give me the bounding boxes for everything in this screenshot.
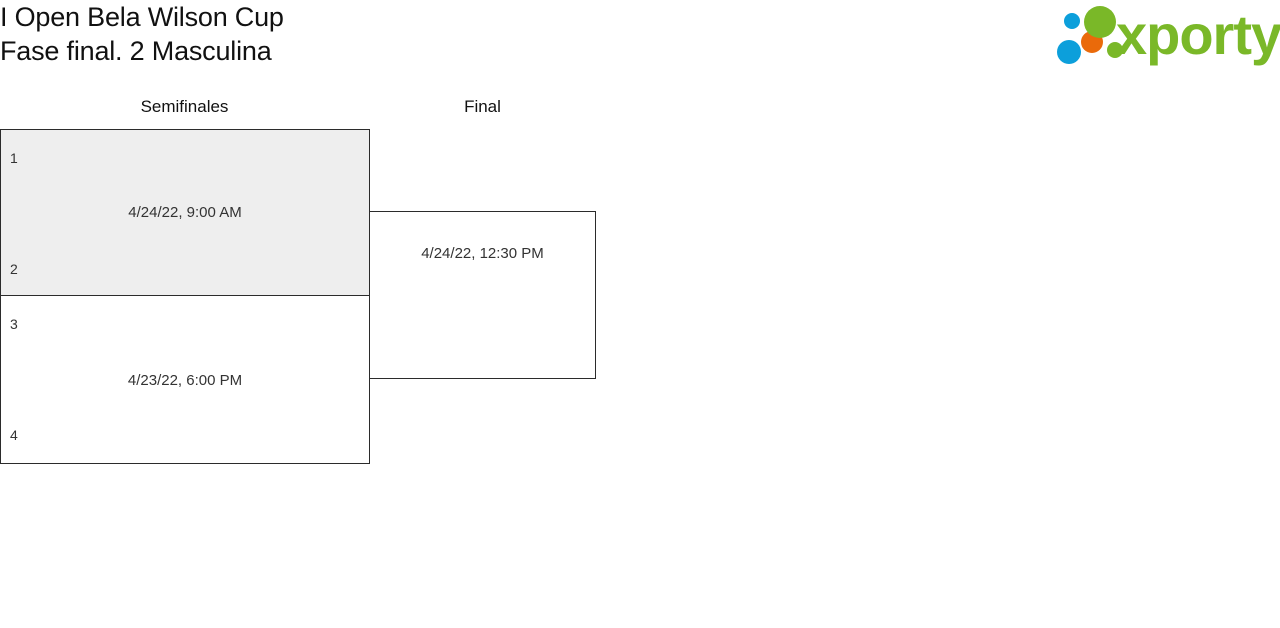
logo-dot-blue-large-icon	[1057, 40, 1081, 64]
logo-dot-green-small-icon	[1107, 42, 1123, 58]
xporty-logo[interactable]: xporty	[1046, 3, 1280, 70]
logo-dot-blue-small-icon	[1064, 13, 1080, 29]
logo-dots-icon	[1052, 6, 1123, 68]
page-title: I Open Bela Wilson Cup Fase final. 2 Mas…	[0, 0, 284, 68]
seed-label-bottom: 2	[10, 261, 18, 277]
match-datetime: 4/23/22, 6:00 PM	[127, 372, 243, 389]
seed-label-top: 3	[10, 316, 18, 332]
seed-label-top: 1	[10, 150, 18, 166]
seed-label-bottom: 4	[10, 427, 18, 443]
page-header: I Open Bela Wilson Cup Fase final. 2 Mas…	[0, 0, 1280, 80]
match-box-final[interactable]: 4/24/22, 12:30 PM	[369, 211, 596, 379]
logo-wordmark: xporty	[1116, 3, 1280, 66]
match-box-semifinal-1[interactable]: 1 4/24/22, 9:00 AM 2	[0, 129, 370, 296]
page-title-line-1: I Open Bela Wilson Cup	[0, 2, 284, 32]
round-header-final: Final	[464, 97, 501, 116]
match-datetime: 4/24/22, 9:00 AM	[128, 204, 242, 221]
page-title-line-2: Fase final. 2 Masculina	[0, 36, 272, 66]
logo-dot-green-large-icon	[1084, 6, 1116, 38]
match-box-semifinal-2[interactable]: 3 4/23/22, 6:00 PM 4	[0, 295, 370, 464]
round-header-semifinales: Semifinales	[140, 97, 229, 116]
match-datetime: 4/24/22, 12:30 PM	[421, 245, 544, 262]
